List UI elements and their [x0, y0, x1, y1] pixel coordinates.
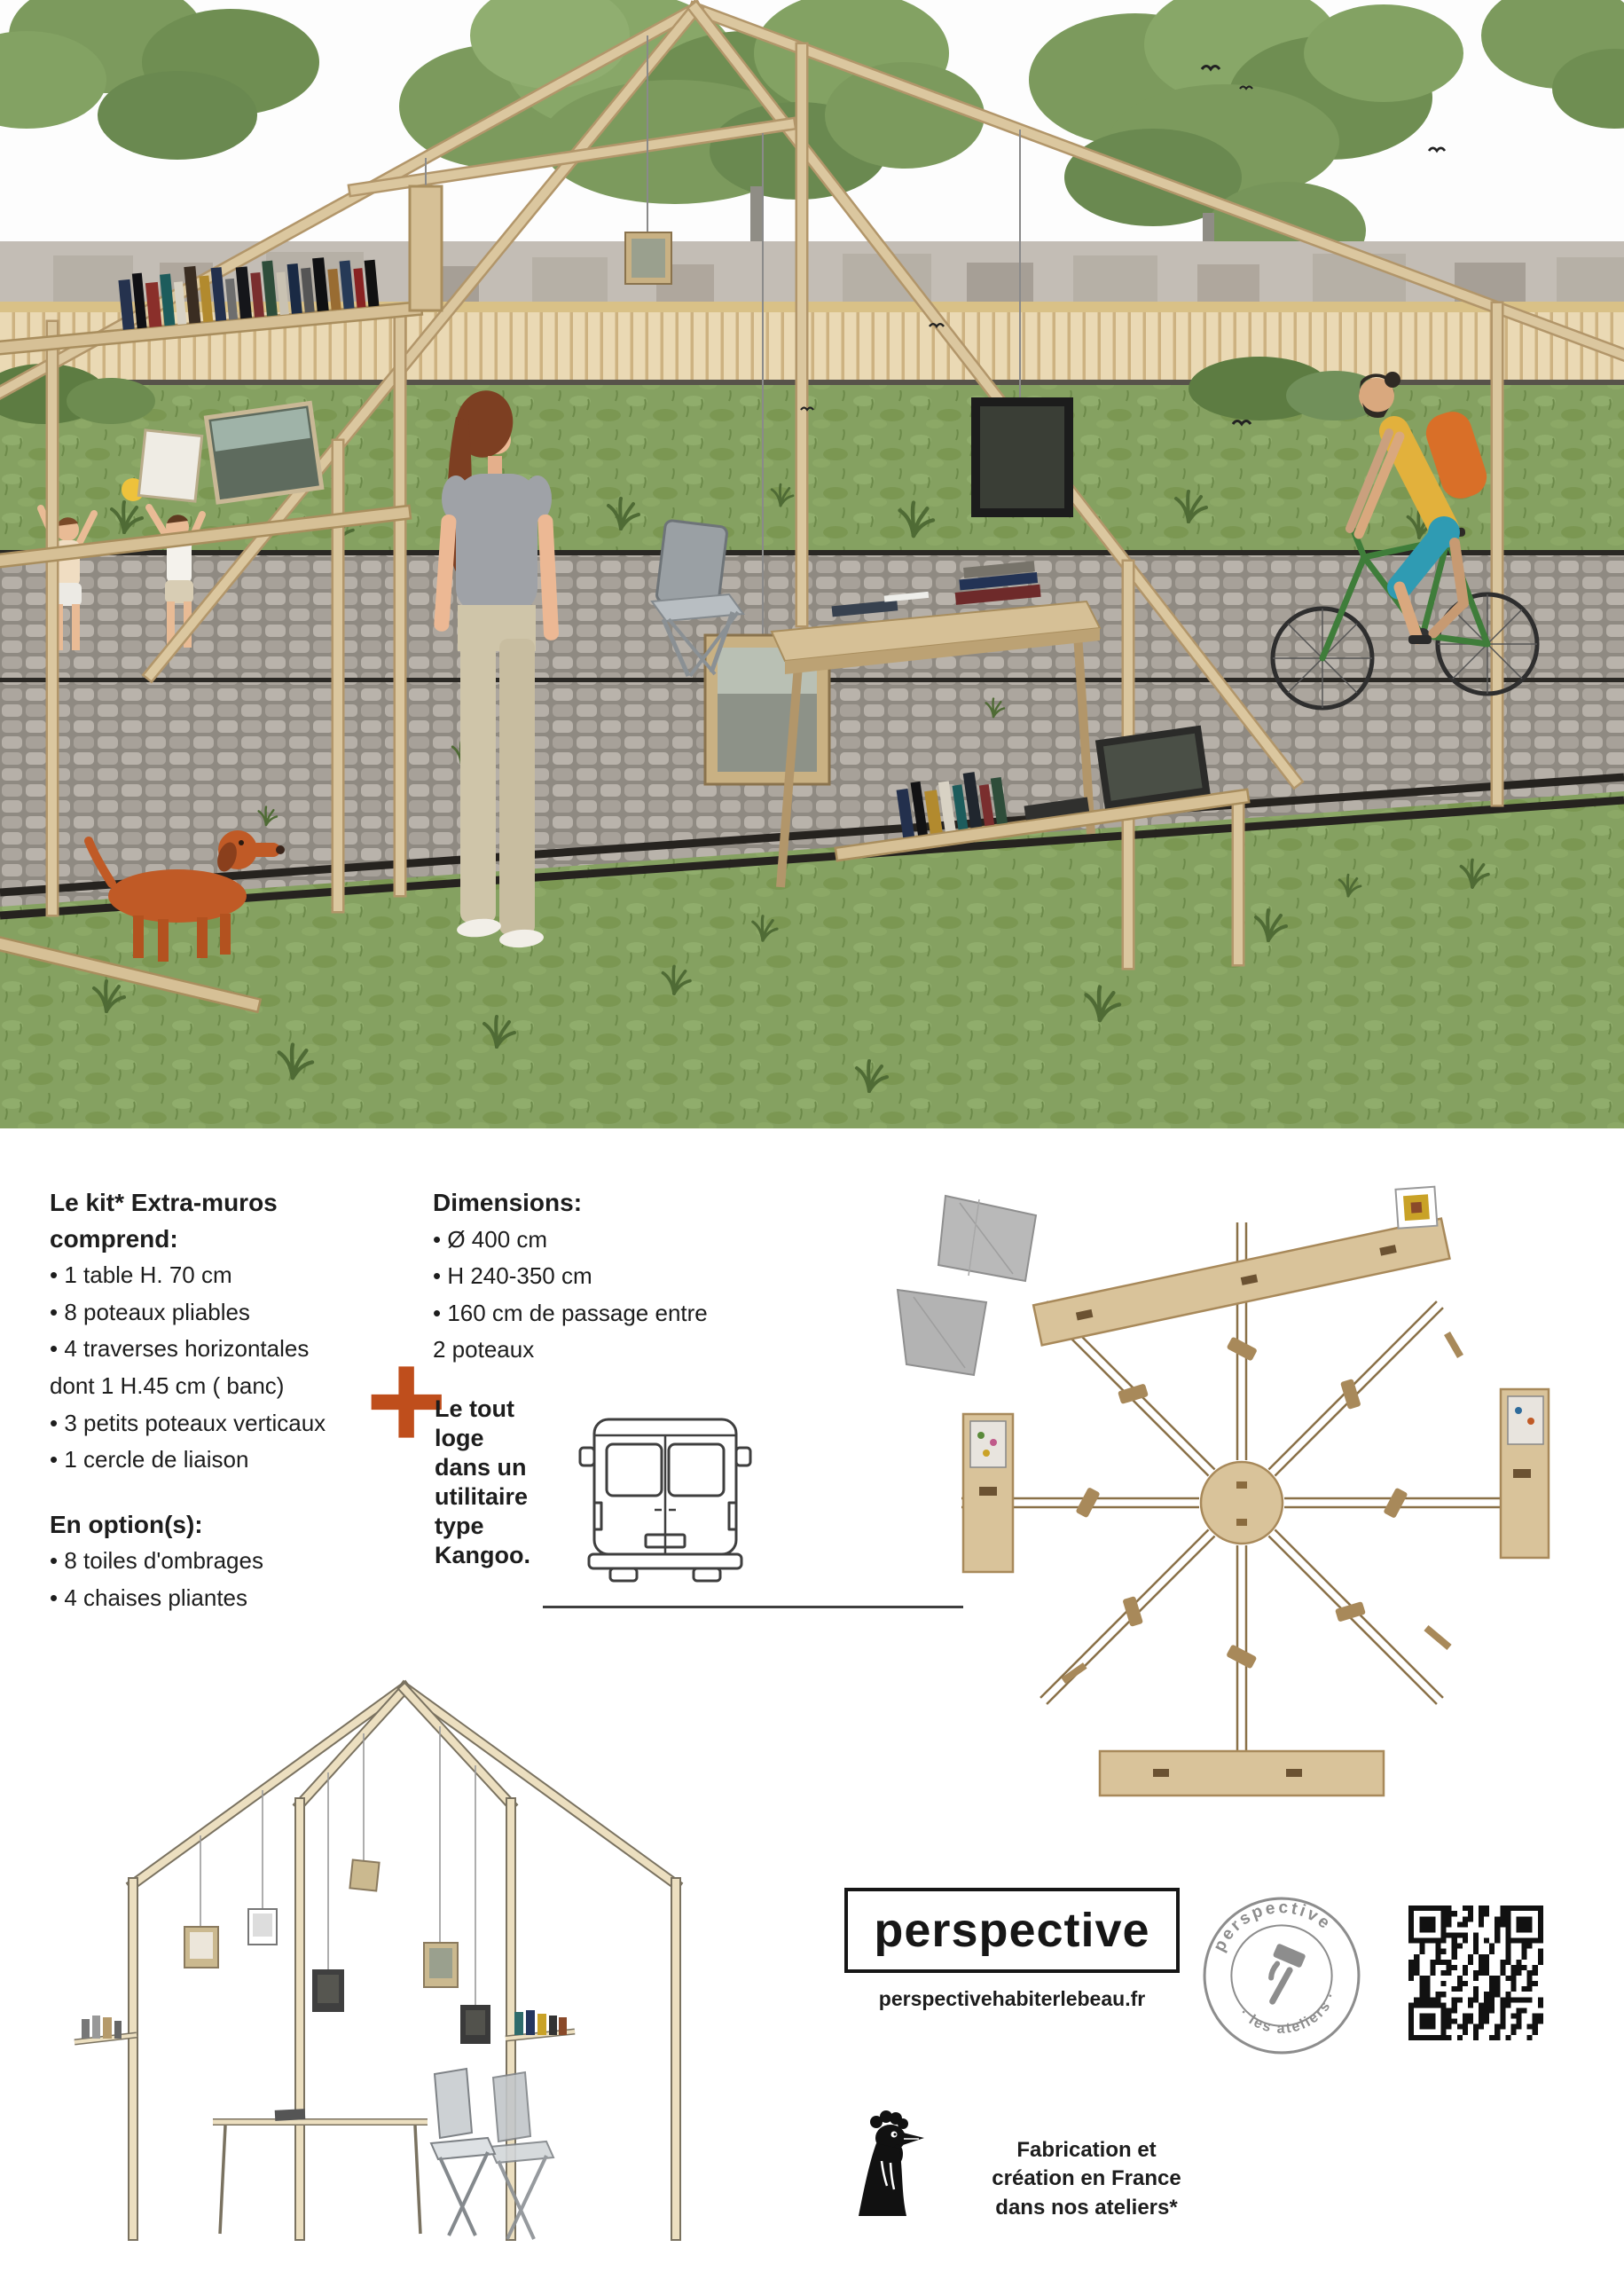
hanging-frames	[408, 35, 1073, 786]
center-table	[1199, 1460, 1284, 1545]
kit-title-line2: comprend:	[50, 1224, 178, 1253]
kit-contents-block: Le kit* Extra-muros comprend: • 1 table …	[50, 1185, 431, 1617]
van-drawing	[568, 1389, 763, 1602]
dimension-item: 2 poteaux	[433, 1336, 535, 1363]
edge-board	[0, 796, 1624, 920]
elevation-shelves	[74, 2010, 576, 2046]
options-title: En option(s):	[50, 1510, 203, 1538]
hammer-icon	[1268, 1944, 1306, 2005]
qr-svg	[1398, 1895, 1554, 2051]
kit-item: • 1 cercle de liaison	[50, 1446, 249, 1473]
table-with-books	[770, 561, 1102, 888]
ground-rail	[0, 550, 1624, 555]
elevation-chairs	[429, 2067, 555, 2240]
elevation-frame	[125, 1679, 684, 2241]
right-display-plank	[1499, 1387, 1550, 1560]
elevation-drawing	[51, 1661, 761, 2257]
kit-item: • 1 table H. 70 cm	[50, 1261, 232, 1289]
qr-code	[1398, 1895, 1554, 2051]
leaning-artworks	[203, 400, 325, 505]
bottom-plank	[1098, 1749, 1385, 1797]
logo-wordmark: perspective	[874, 1904, 1150, 1957]
grass-foreground	[0, 791, 1624, 1128]
kit-item: • 3 petits poteaux verticaux	[50, 1409, 326, 1436]
made-in-line: création en France	[992, 2166, 1181, 2191]
kit-item: • 8 poteaux pliables	[50, 1298, 250, 1325]
woman-figure	[434, 390, 560, 948]
rooster-icon	[844, 2108, 937, 2228]
elevation-hanging-frames	[184, 1726, 490, 2044]
dimensions-block: Dimensions: • Ø 400 cm • H 240-350 cm • …	[433, 1185, 779, 1369]
made-in-line: Fabrication et	[1016, 2138, 1157, 2162]
website-url: perspectivehabiterlebeau.fr	[878, 1987, 1146, 2010]
dimension-item: • Ø 400 cm	[433, 1225, 548, 1253]
shade-sails	[896, 1194, 1038, 1377]
bench-board	[0, 936, 263, 1014]
top-plank	[1032, 1185, 1451, 1347]
kit-title-line1: Le kit* Extra-muros	[50, 1189, 278, 1216]
plus-sign: +	[365, 1323, 448, 1479]
low-shelf-books	[834, 725, 1251, 862]
stamp-svg: perspective · les ateliers ·	[1204, 1887, 1361, 2055]
kangoo-van-icon	[578, 1418, 752, 1583]
transport-note: Le tout loge dans un utilitaire type Kan…	[435, 1395, 530, 1568]
option-item: • 4 chaises pliantes	[50, 1583, 248, 1611]
edge-board	[0, 773, 1624, 897]
plan-view-drawing	[887, 1176, 1597, 1819]
kit-item: dont 1 H.45 cm ( banc)	[50, 1371, 285, 1399]
cyclist-figure	[1270, 372, 1540, 711]
hero-illustration	[0, 0, 1624, 1128]
elevation-table	[213, 2109, 428, 2235]
dimensions-title: Dimensions:	[433, 1189, 583, 1216]
dimension-item: • H 240-350 cm	[433, 1262, 592, 1290]
hanging-plank	[408, 185, 443, 312]
rooster-svg	[859, 2110, 924, 2216]
folding-chair	[650, 519, 745, 678]
kit-item: • 4 traverses horizontales	[50, 1335, 310, 1363]
book-row	[118, 257, 380, 330]
bookshelves-left	[0, 257, 424, 569]
svg-text:perspective: perspective	[1204, 1887, 1338, 1958]
dimension-item: • 160 cm de passage entre	[433, 1299, 708, 1326]
made-in-france-text: Fabrication et création en France dans n…	[951, 2136, 1222, 2222]
left-display-plank	[961, 1412, 1015, 1574]
elevation-svg	[74, 1679, 684, 2241]
dog-figure	[84, 830, 285, 962]
hero-scene-svg	[0, 0, 1624, 1128]
ground-line	[543, 1606, 963, 1608]
plan-view-svg	[896, 1185, 1550, 1797]
logo-box: perspective	[844, 1888, 1180, 1973]
stamp-text-top: perspective	[1204, 1887, 1338, 1958]
made-in-line: dans nos ateliers*	[995, 2195, 1178, 2220]
option-item: • 8 toiles d'ombrages	[50, 1547, 263, 1575]
workshop-stamp: perspective · les ateliers ·	[1184, 1878, 1380, 2074]
